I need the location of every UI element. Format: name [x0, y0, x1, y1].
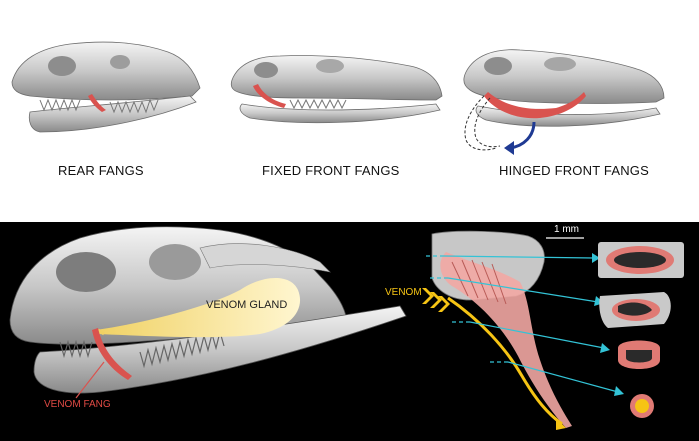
venom-fang-label: VENOM FANG: [44, 399, 111, 410]
caption-hinged-front-fangs: HINGED FRONT FANGS: [499, 163, 649, 178]
hinged-front-fang: [484, 92, 586, 119]
venom-flow-arrowhead: [556, 418, 566, 430]
cross-section-4: [630, 394, 654, 418]
fixed-front-fang-skull: [230, 55, 443, 124]
venom-gland-label: VENOM GLAND: [206, 299, 288, 311]
hinged-fang-rest-position-outline-inner: [474, 97, 501, 148]
venom-duct: [97, 328, 105, 336]
fixed-front-fang: [253, 84, 286, 108]
scale-bar-label: 1 mm: [554, 224, 579, 235]
fang-cutaway: [431, 230, 572, 428]
venom-gland: [96, 277, 301, 338]
venom-fang: [92, 328, 132, 380]
venom-label: VENOM: [385, 287, 422, 298]
caption-fixed-front-fangs: FIXED FRONT FANGS: [262, 163, 400, 178]
venom-entry-chevrons: [422, 288, 450, 312]
hinged-fang-rest-position-outline: [464, 95, 497, 151]
hinged-front-fang-skull: [463, 49, 665, 127]
cross-section-3: [618, 340, 660, 369]
rear-fang-skull: [11, 41, 201, 133]
caption-rear-fangs: REAR FANGS: [58, 163, 144, 178]
rotation-arrowhead: [504, 141, 514, 155]
cross-section-1: [598, 242, 684, 278]
cross-section-guide-lines: [426, 255, 619, 393]
cross-section-2: [599, 292, 671, 328]
venom-fang-leader-line: [75, 361, 105, 399]
rear-fang: [88, 94, 106, 112]
venom-flow: [447, 296, 563, 426]
